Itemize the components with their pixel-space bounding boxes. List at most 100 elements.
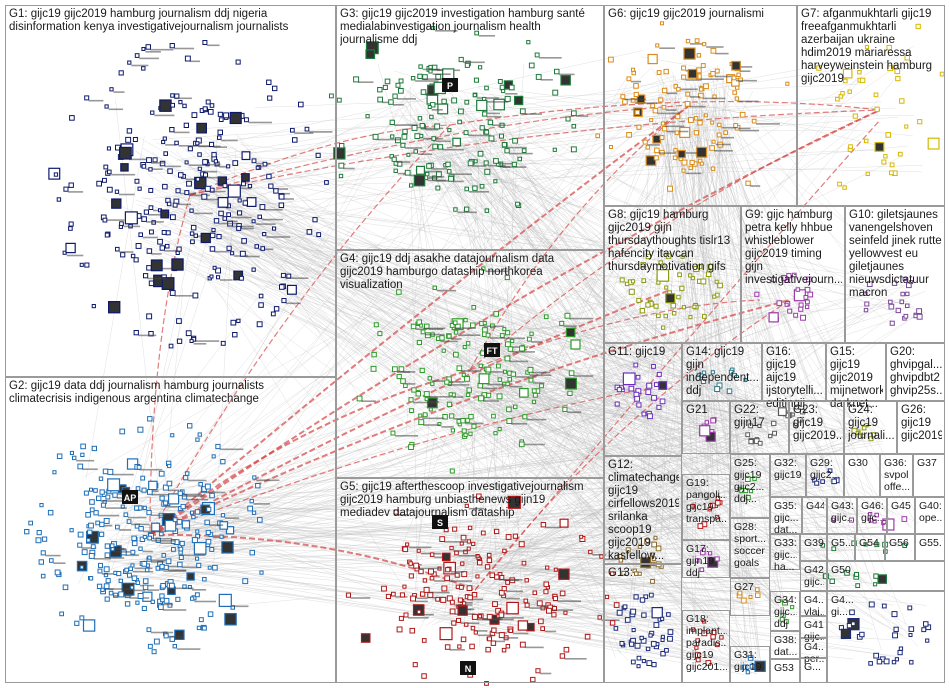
edge — [465, 150, 675, 288]
group-label-g3: G3: gijc19 gijc2019 investigation hambur… — [340, 8, 585, 46]
node-label-mark — [185, 178, 198, 181]
node-label-mark — [261, 218, 283, 221]
node — [96, 180, 103, 187]
edge — [150, 112, 687, 174]
edge — [152, 107, 709, 140]
edge — [118, 153, 462, 529]
group-panel-g35: G35: gijc... dat... — [770, 497, 802, 536]
node — [167, 168, 173, 174]
group-label-g38: G38: dat... — [774, 634, 797, 658]
node-label-mark — [230, 216, 252, 219]
edge — [115, 542, 536, 580]
node — [218, 117, 224, 123]
group-panel-g54: G54 — [855, 534, 885, 561]
node-label-mark — [285, 302, 301, 305]
edge — [698, 85, 761, 664]
node-label-mark — [309, 131, 333, 133]
group-panel-g26: G26: gijc19 gijc2019 — [897, 401, 945, 454]
node — [257, 214, 262, 220]
node-label-mark — [76, 459, 95, 462]
node — [202, 159, 208, 165]
edge — [486, 396, 712, 642]
node — [197, 152, 202, 157]
group-panel-g14: G14: gijc19 gijn independent... ddj — [682, 343, 762, 401]
edge-strong — [149, 104, 691, 536]
group-label-g49: G4... gi... — [831, 594, 854, 618]
node — [258, 302, 264, 308]
edge — [121, 576, 785, 621]
edge — [228, 242, 761, 290]
edge — [178, 91, 682, 536]
group-label-g26: G26: gijc19 gijc2019 — [901, 404, 942, 442]
group-label-g24: G24: gijc19 journali... — [848, 404, 894, 442]
group-label-g5: G5: gijc19 afterthescoop investigativejo… — [340, 481, 584, 519]
edge — [462, 331, 756, 490]
edge — [189, 194, 886, 431]
node — [102, 217, 108, 223]
node — [217, 135, 222, 140]
edge — [728, 84, 859, 90]
group-panel-g8: G8: gijc19 hamburg gijc2019 gijn thursda… — [604, 206, 741, 343]
edge — [476, 362, 647, 378]
edge-strong — [449, 100, 881, 126]
node-label-mark — [146, 221, 164, 223]
node — [218, 210, 224, 217]
node-label-mark — [207, 163, 221, 166]
edge — [198, 236, 630, 597]
node — [105, 578, 111, 584]
node — [159, 245, 166, 251]
edge — [410, 138, 870, 440]
node — [183, 122, 189, 128]
node-label-mark — [165, 144, 177, 146]
group-label-g14: G14: gijc19 gijn independent... ddj — [686, 346, 759, 397]
edge — [204, 207, 882, 546]
group-panel-g5: G5: gijc19 afterthescoop investigativejo… — [336, 478, 604, 683]
node-label-mark — [206, 198, 226, 201]
edge — [220, 234, 741, 673]
node — [183, 475, 189, 481]
edge — [462, 350, 786, 603]
edge — [424, 565, 857, 577]
node — [162, 136, 167, 141]
node — [259, 204, 266, 210]
node — [176, 338, 183, 344]
edge — [108, 305, 915, 545]
node — [159, 495, 165, 501]
edge — [214, 286, 419, 611]
node — [158, 470, 165, 477]
edge — [637, 83, 678, 384]
edge — [145, 552, 874, 650]
group-label-g50: G50 — [831, 564, 851, 576]
edge — [418, 182, 447, 395]
node — [193, 233, 199, 238]
edge — [172, 196, 782, 606]
node — [200, 232, 211, 244]
node — [172, 202, 178, 208]
node — [247, 505, 254, 512]
node — [184, 190, 190, 196]
node — [190, 239, 195, 245]
edge — [130, 478, 742, 499]
node-label-mark — [145, 168, 163, 170]
node — [53, 172, 59, 177]
group-panel-g37: G37 — [913, 454, 945, 497]
node-label-mark — [173, 131, 190, 134]
edge — [512, 400, 793, 612]
edge — [147, 173, 910, 641]
edge — [432, 117, 808, 283]
edge — [163, 574, 739, 668]
group-panel-g1: G1: gijc19 gijc2019 hamburg journalism d… — [5, 5, 336, 377]
edge — [477, 334, 707, 384]
edge — [105, 224, 212, 575]
node — [260, 246, 265, 251]
group-label-g54: G54 — [859, 537, 879, 549]
edge — [503, 393, 693, 422]
group-label-g51: G5... — [831, 537, 852, 549]
edge — [129, 480, 758, 523]
edge — [661, 98, 680, 539]
node — [266, 79, 272, 85]
node — [258, 293, 264, 299]
edge — [499, 121, 862, 400]
group-panel-g4: G4: gijc19 ddj asakhe datajournalism dat… — [336, 250, 604, 478]
